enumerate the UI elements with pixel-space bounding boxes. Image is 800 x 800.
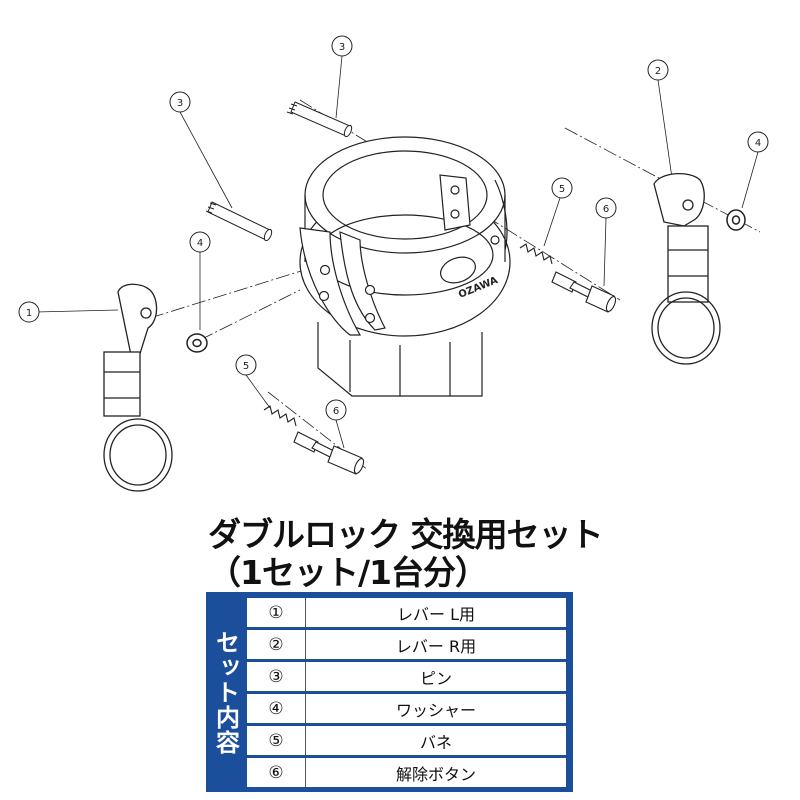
table-rows: ① レバー L用 ② レバー R用 ③ ピン ④ ワッシャー ⑤ バネ ⑥ 解除… — [246, 597, 567, 789]
callout-3b-circle — [169, 91, 191, 113]
washer-right — [726, 209, 746, 231]
set-contents-side-label: セット内容 — [206, 592, 246, 792]
leader-line-4b — [741, 151, 759, 209]
release-button-bottom — [293, 431, 365, 475]
callout-6b-circle — [595, 197, 617, 219]
lever-right — [651, 173, 721, 365]
callout-5b-number: 5 — [559, 184, 565, 195]
coupler-body — [299, 136, 511, 397]
callout-4a-circle — [189, 231, 211, 253]
callout-4b-circle — [747, 131, 769, 153]
pin-left — [205, 201, 273, 242]
side-label-text: セット内容 — [211, 629, 240, 755]
row-part-name: レバー R用 — [395, 636, 477, 656]
lever-left — [103, 283, 173, 492]
leader-line-5b — [543, 197, 561, 247]
row-number: ① — [247, 598, 306, 627]
row-part-name: 解除ボタン — [395, 764, 476, 784]
callout-1-circle — [18, 301, 40, 323]
row-number: ④ — [247, 694, 306, 723]
axis-line-left — [149, 261, 331, 319]
row-part-name: レバー L用 — [396, 604, 475, 624]
row-part-name: ピン — [419, 668, 452, 688]
row-part-name: バネ — [419, 732, 452, 752]
leader-line-3b — [179, 111, 233, 209]
row-number: ③ — [247, 662, 306, 691]
leader-line-2 — [657, 79, 673, 179]
callout-5a-number: 5 — [243, 361, 249, 372]
release-button-right — [551, 271, 617, 313]
washer-left — [186, 333, 208, 353]
callout-1-number: 1 — [26, 308, 32, 319]
table-row: ① レバー L用 — [246, 597, 567, 628]
axis-line-washer — [199, 289, 301, 341]
spring-right — [519, 243, 553, 265]
leader-line-6a — [335, 419, 345, 449]
row-part-name: ワッシャー — [395, 700, 476, 720]
leader-line-1 — [35, 309, 119, 313]
row-number: ⑤ — [247, 726, 306, 755]
callout-6a-circle — [325, 399, 347, 421]
leader-line-6b — [603, 217, 607, 287]
pin-top — [286, 101, 353, 138]
callout-5a-circle — [235, 354, 257, 376]
callout-5b-circle — [551, 177, 573, 199]
row-number: ⑥ — [247, 758, 306, 787]
page-title: ダブルロック 交換用セット — [208, 515, 603, 554]
table-row: ③ ピン — [246, 661, 567, 692]
callout-3a-circle — [331, 35, 353, 57]
callout-6a-number: 6 — [333, 406, 339, 417]
leader-line-3a — [335, 55, 343, 119]
callout-3a-number: 3 — [339, 42, 345, 53]
page-subtitle: （1セット/1台分） — [208, 553, 488, 592]
table-row: ⑤ バネ — [246, 725, 567, 756]
exploded-parts-diagram: OZAWA — [18, 35, 769, 492]
row-number: ② — [247, 630, 306, 659]
table-row: ② レバー R用 — [246, 629, 567, 660]
callout-6b-number: 6 — [603, 204, 609, 215]
table-row: ④ ワッシャー — [246, 693, 567, 724]
leader-line-5a — [245, 374, 271, 409]
spring-bottom — [263, 405, 297, 427]
callout-2-number: 2 — [655, 66, 661, 77]
callout-2-circle — [647, 59, 669, 81]
callout-4b-number: 4 — [755, 138, 761, 149]
callout-4a-number: 4 — [197, 238, 203, 249]
table-row: ⑥ 解除ボタン — [246, 757, 567, 788]
set-contents-table: セット内容 ① レバー L用 ② レバー R用 ③ ピン ④ ワッシャー ⑤ バ… — [206, 592, 573, 792]
callout-3b-number: 3 — [177, 98, 183, 109]
